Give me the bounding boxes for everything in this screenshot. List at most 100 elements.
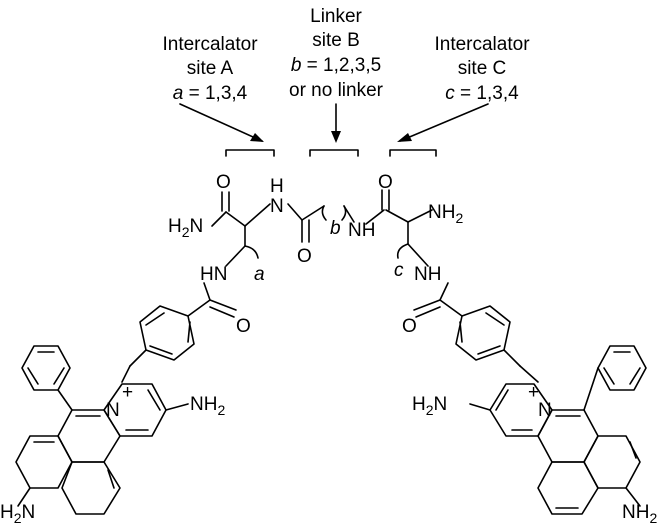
atom-n: N xyxy=(190,216,204,237)
brackets xyxy=(225,149,437,157)
linker-paren-left xyxy=(321,205,327,221)
bond xyxy=(129,349,147,367)
atom-h: H xyxy=(168,216,182,237)
arrow-a-shaft xyxy=(179,103,263,142)
bond xyxy=(211,211,227,227)
site-b-no-linker: or no linker xyxy=(289,80,384,101)
bond xyxy=(53,367,65,385)
left-benzamide xyxy=(121,282,237,383)
left-amino-ring xyxy=(103,383,167,437)
atom-sub-2: 2 xyxy=(182,224,190,240)
atom-hn-left: HN xyxy=(200,264,227,285)
bond xyxy=(17,487,31,507)
bond xyxy=(407,243,429,267)
site-a-label: Intercalator site A a = 1,3,4 xyxy=(162,34,258,104)
bond xyxy=(469,403,491,411)
bond xyxy=(203,282,211,301)
atom-o-right: O xyxy=(378,172,393,193)
atom-n-top: N xyxy=(270,196,284,217)
left-phenanthridinium xyxy=(15,345,189,515)
atom-h-top: H xyxy=(270,176,284,197)
atom-n-right-ring: N xyxy=(538,400,552,421)
bond xyxy=(459,321,463,343)
site-a-eq: = 1,3,4 xyxy=(183,83,247,104)
site-a-subtitle: site A xyxy=(187,58,234,79)
arrows xyxy=(179,103,489,143)
bond xyxy=(301,205,325,221)
bond xyxy=(629,441,637,459)
bond xyxy=(121,365,131,383)
bond xyxy=(145,312,165,326)
site-c-label: Intercalator site C c = 1,3,4 xyxy=(434,34,530,104)
atom-nh-middle: NH xyxy=(348,220,375,241)
bond xyxy=(519,365,539,383)
bond xyxy=(503,349,521,367)
site-c-title: Intercalator xyxy=(434,34,530,55)
right-phenanthridinium xyxy=(469,345,647,515)
bracket-b xyxy=(309,149,359,157)
bond xyxy=(343,205,355,223)
site-b-subtitle: site B xyxy=(312,30,360,51)
arrow-c-head xyxy=(397,133,412,142)
atom-sub-2: 2 xyxy=(649,510,657,526)
atom-sub-2: 2 xyxy=(426,402,434,418)
arrow-a-head xyxy=(250,133,264,142)
bracket-c xyxy=(389,149,437,157)
bond xyxy=(365,209,385,225)
arrow-b-head xyxy=(331,131,341,143)
site-b-var: b xyxy=(291,55,302,76)
atom-sub-2: 2 xyxy=(217,402,225,418)
right-bottom-ring xyxy=(583,435,641,489)
atom-h: H xyxy=(412,394,426,415)
bond xyxy=(225,211,246,227)
bond xyxy=(485,312,505,326)
bond xyxy=(244,203,271,227)
site-b-label: Linker site B b = 1,2,3,5 or no linker xyxy=(289,6,384,101)
atom-o-middle: O xyxy=(297,246,312,267)
bond xyxy=(187,299,211,317)
site-c-eq: = 1,3,4 xyxy=(455,83,519,104)
site-a-var: a xyxy=(173,83,184,104)
site-b-values: b = 1,2,3,5 xyxy=(291,55,381,76)
atom-nh: NH xyxy=(428,202,455,223)
right-benzamide xyxy=(413,282,539,383)
bracket-a xyxy=(225,149,275,157)
bond xyxy=(147,389,161,411)
bond xyxy=(209,299,237,311)
site-c-values: c = 1,3,4 xyxy=(445,83,519,104)
site-b-eq: = 1,2,3,5 xyxy=(301,55,381,76)
atom-nh2-right: NH2 xyxy=(428,202,463,226)
atom-nh: NH xyxy=(190,394,217,415)
bond xyxy=(603,367,615,385)
bond xyxy=(385,209,409,223)
atom-o-left: O xyxy=(216,172,231,193)
bond xyxy=(57,389,73,411)
arrow-c-shaft xyxy=(399,103,489,142)
atom-h2n-left-lower: H2N xyxy=(0,502,35,526)
site-a-values: a = 1,3,4 xyxy=(173,83,248,104)
atom-labels: O H2N H N O b NH O NH2 HN a c NH O O N +… xyxy=(0,172,657,526)
atom-nh: NH xyxy=(622,502,649,523)
side-chain-var-a: a xyxy=(254,264,265,285)
bond xyxy=(439,282,449,301)
atom-n: N xyxy=(434,394,448,415)
bond xyxy=(629,367,641,385)
bond xyxy=(209,306,235,318)
atom-nh-right: NH xyxy=(414,264,441,285)
atom-nh2-left-upper: NH2 xyxy=(190,394,225,418)
side-chain-var-c: c xyxy=(394,260,404,281)
charge-plus-left: + xyxy=(122,382,133,403)
bond xyxy=(583,367,599,411)
site-c-var: c xyxy=(445,83,455,104)
side-chain-a-paren xyxy=(244,245,259,259)
bond xyxy=(415,306,441,318)
linker-var-b: b xyxy=(330,218,341,239)
bond xyxy=(407,209,433,223)
bond xyxy=(477,345,501,355)
bond xyxy=(107,469,115,489)
atom-h2n-right-upper: H2N xyxy=(412,394,447,418)
atom-nh2-right-lower: NH2 xyxy=(622,502,657,526)
bond xyxy=(187,321,191,343)
atom-o-right-benzamide: O xyxy=(402,316,417,337)
